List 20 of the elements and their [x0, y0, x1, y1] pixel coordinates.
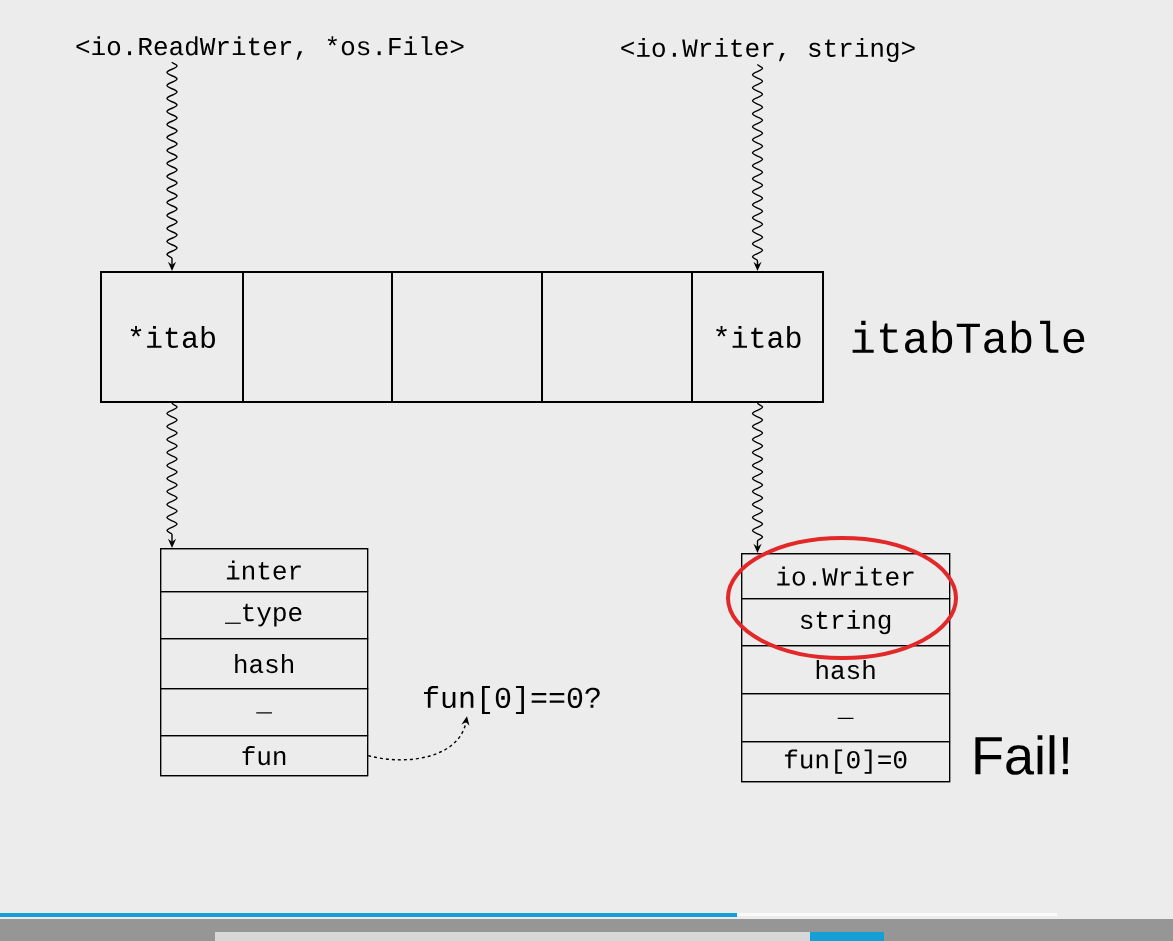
field-row: fun[0]=0 — [741, 741, 951, 783]
field-row: _ — [741, 693, 951, 743]
fail-label: Fail! — [975, 735, 1069, 775]
condition-label: fun[0]==0? — [424, 686, 600, 714]
table-cell — [391, 271, 543, 403]
field-row: _ — [160, 688, 369, 737]
field-row: hash — [160, 638, 369, 690]
table-cell — [541, 271, 693, 403]
table-name: itabTable — [852, 320, 1085, 354]
field-row: inter — [160, 548, 369, 593]
table-cell — [242, 271, 393, 403]
table-cell: *itab — [100, 271, 244, 403]
type-pair-label: <io.Writer, string> — [621, 37, 915, 63]
field-row: io.Writer — [741, 553, 951, 600]
type-pair-label: <io.ReadWriter, *os.File> — [76, 36, 464, 60]
field-row: _type — [160, 591, 369, 640]
field-row: fun — [160, 735, 369, 777]
field-row: string — [741, 598, 951, 647]
field-row: hash — [741, 645, 951, 695]
table-cell: *itab — [691, 271, 824, 403]
